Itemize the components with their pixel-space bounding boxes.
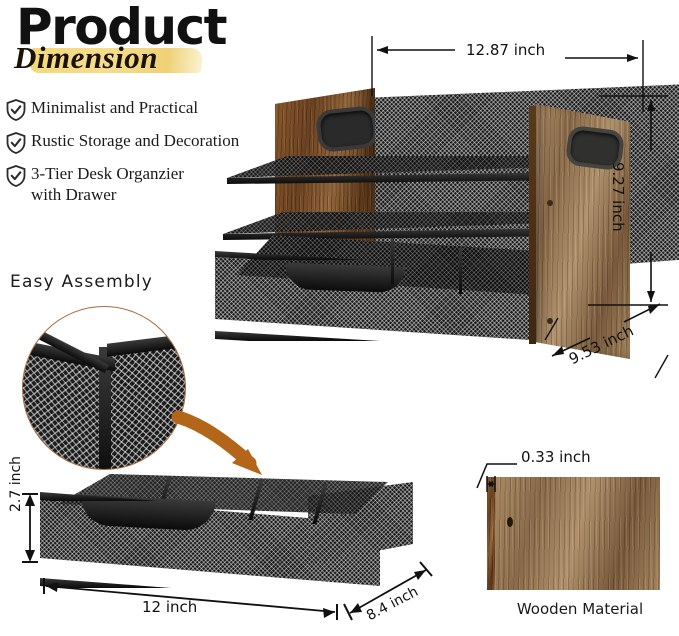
- inset-corner-post: [99, 347, 111, 469]
- easy-assembly-label: Easy Assembly: [10, 272, 154, 292]
- page-title: Product: [16, 0, 228, 56]
- thickness-dimension-overlay: [476, 463, 517, 492]
- assembly-arrow-icon: [171, 410, 262, 475]
- shield-check-icon: [6, 132, 26, 154]
- knot-mark-icon: [507, 517, 513, 527]
- main-width-label: 12.87 inch: [466, 41, 546, 59]
- wooden-material-swatch: [495, 477, 660, 590]
- feature-label-1: Rustic Storage and Decoration: [31, 131, 240, 150]
- feature-label-0: Minimalist and Practical: [31, 98, 199, 117]
- drawer-height-label: 2.7 inch: [8, 455, 24, 512]
- drawer-product-image: [40, 474, 420, 604]
- feature-item-1: Rustic Storage and Decoration: [6, 131, 239, 154]
- right-wood-panel: [535, 104, 630, 359]
- main-product-image: [215, 70, 679, 370]
- shield-check-icon: [6, 165, 26, 187]
- drawer-width-label: 12 inch: [142, 598, 198, 616]
- feature-item-0: Minimalist and Practical: [6, 98, 198, 121]
- pullout-drawer[interactable]: [215, 235, 545, 345]
- right-panel-edge: [529, 106, 536, 344]
- dimension-subtitle: Dimension: [14, 40, 159, 75]
- assembly-detail-inset: [22, 306, 186, 470]
- shield-check-icon: [6, 99, 26, 121]
- wooden-material-edge: [487, 477, 495, 590]
- wooden-material-caption: Wooden Material: [516, 600, 644, 618]
- screw-dot-icon: [547, 318, 553, 324]
- screw-dot-icon: [547, 200, 553, 206]
- material-thickness-label: 0.33 inch: [521, 448, 591, 466]
